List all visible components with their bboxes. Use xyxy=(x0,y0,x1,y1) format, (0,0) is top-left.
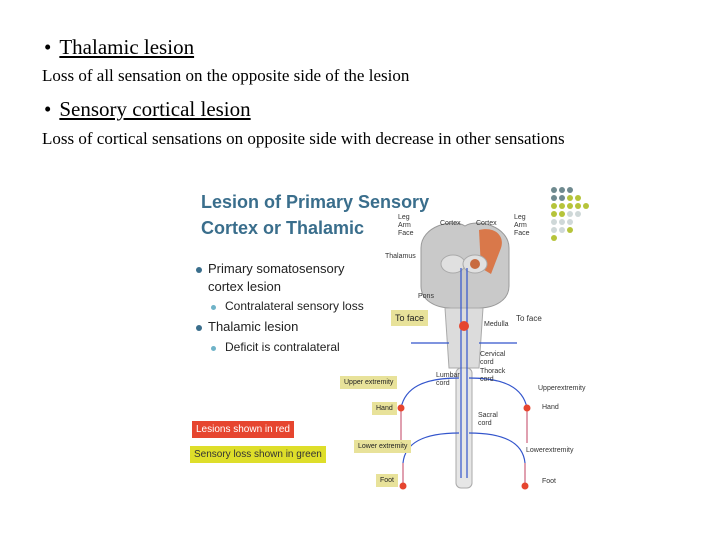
body-text-thalamic: Loss of all sensation on the opposite si… xyxy=(42,66,410,85)
figure-point: Deficit is contralateral xyxy=(225,340,340,354)
label-arm-left: Arm xyxy=(398,222,411,229)
label-lumbar-cord: Lumbar cord xyxy=(436,372,460,387)
sensory-pathways xyxy=(400,268,528,478)
figure-point: Thalamic lesion xyxy=(208,319,299,334)
label-medulla: Medulla xyxy=(484,321,509,328)
label-upper-extremity-left: Upper extremity xyxy=(340,376,398,389)
sub-bullet-icon xyxy=(211,346,216,351)
label-arm-right: Arm xyxy=(514,222,527,229)
brainstem xyxy=(444,307,484,369)
spinal-cord xyxy=(455,367,473,489)
figure-title-line2: Cortex or Thalamic xyxy=(201,218,365,238)
heading-sensory-cortical-lesion: • Sensory cortical lesion xyxy=(44,97,251,122)
label-upper-extremity-right: Upperextremity xyxy=(538,385,586,392)
label-foot-right: Foot xyxy=(542,478,557,485)
label-cortex-left: Cortex xyxy=(440,220,461,227)
label-foot-left: Foot xyxy=(376,474,399,487)
body-text-cortical: Loss of cortical sensations on opposite … xyxy=(42,129,565,148)
sub-bullet-icon xyxy=(211,305,216,310)
label-to-face-left: To face xyxy=(391,310,429,326)
label-hand-left: Hand xyxy=(372,402,397,415)
heading-text: Thalamic lesion xyxy=(59,35,195,59)
label-sacral-cord: Sacral cord xyxy=(478,412,498,427)
label-lower-extremity-right: Lowerextremity xyxy=(526,447,574,454)
label-leg-left: Leg xyxy=(398,214,410,221)
lesion-thalamus xyxy=(470,259,480,269)
sensory-pathway-figure: Lesion of Primary Sensory Cortex or Thal… xyxy=(188,180,598,495)
label-cervical-cord: Cervical cord xyxy=(480,351,506,366)
label-thoracic-cord: Thorack cord xyxy=(480,368,506,383)
heading-thalamic-lesion: • Thalamic lesion xyxy=(44,35,194,60)
label-leg-right: Leg xyxy=(514,214,526,221)
label-face-right: Face xyxy=(514,230,530,237)
label-lower-extremity-left: Lower extremity xyxy=(354,440,412,453)
bullet-icon xyxy=(196,267,202,273)
bullet-icon xyxy=(196,325,202,331)
figure-point: Contralateral sensory loss xyxy=(225,299,364,313)
label-face-left: Face xyxy=(398,230,414,237)
figure-point: Primary somatosensory xyxy=(208,261,345,276)
legend-sensory-loss: Sensory loss shown in green xyxy=(190,446,326,463)
legend-lesions: Lesions shown in red xyxy=(192,421,294,438)
bullet-icon: • xyxy=(44,35,52,59)
label-to-face-right: To face xyxy=(516,314,542,323)
figure-title-line1: Lesion of Primary Sensory xyxy=(201,192,430,212)
bullet-icon: • xyxy=(44,97,52,121)
heading-text: Sensory cortical lesion xyxy=(59,97,251,121)
label-pons: Pons xyxy=(418,293,434,300)
nervous-system-diagram xyxy=(397,222,531,490)
figure-point: cortex lesion xyxy=(208,279,281,294)
label-hand-right: Hand xyxy=(542,404,559,411)
decorative-dot-grid xyxy=(551,187,589,241)
label-thalamus: Thalamus xyxy=(385,253,416,260)
label-cortex-right: Cortex xyxy=(476,220,497,227)
